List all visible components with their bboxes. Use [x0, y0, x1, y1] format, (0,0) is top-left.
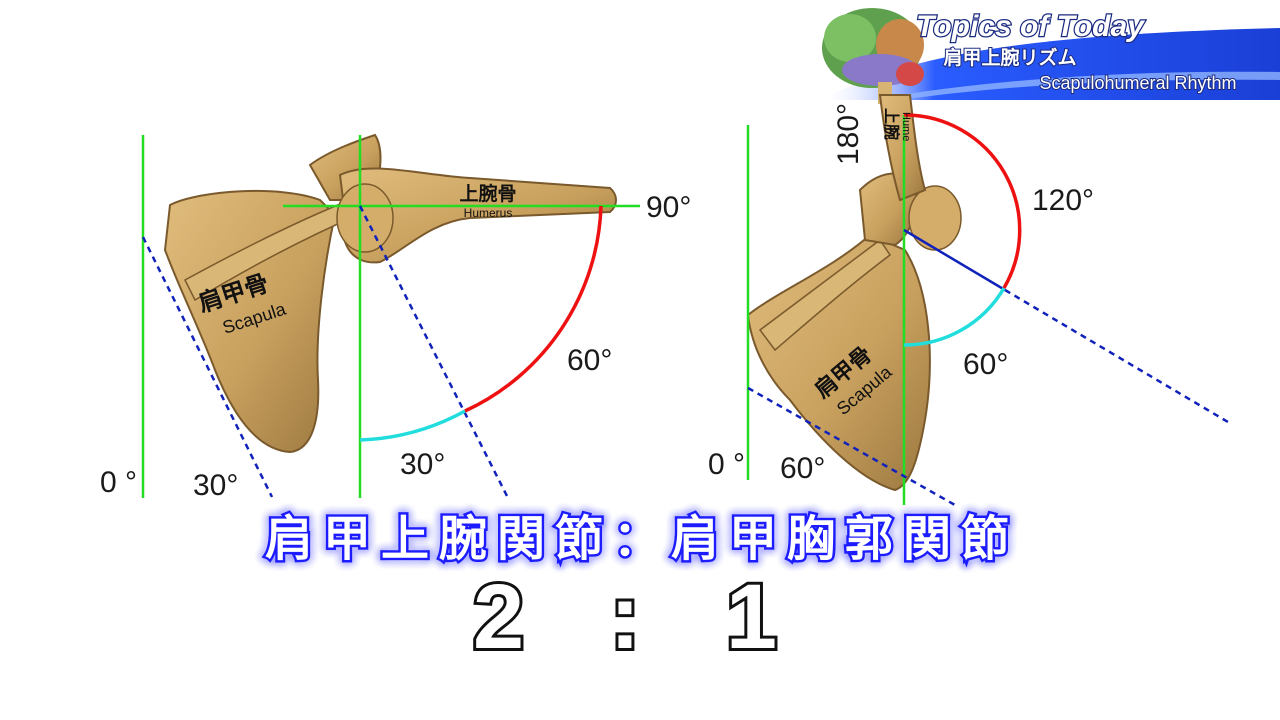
- ratio-values: 2 : 1: [473, 566, 807, 668]
- left-arc-red-60: [464, 205, 603, 413]
- left-humerus-label-en: Humerus: [464, 206, 513, 220]
- left-angle-30-scapula-label: 30°: [193, 469, 238, 502]
- banner-subtitle-en: Scapulohumeral Rhythm: [1039, 73, 1236, 93]
- right-humerus-label-jp: 上腕: [882, 108, 901, 140]
- right-glenoid-axis-dashed: [1004, 288, 1229, 424]
- left-humerus-label-jp: 上腕骨: [459, 182, 516, 205]
- left-scapula-tilt-line: [141, 236, 274, 498]
- left-figure: 上腕骨 Humerus 肩甲骨 Scapula 0 ° 30° 30° 60° …: [100, 133, 691, 502]
- left-humerus: [338, 167, 617, 264]
- right-humerus: [878, 94, 927, 202]
- right-scapula: [746, 233, 931, 492]
- ratio-caption: 肩甲上腕関節：肩甲胸郭関節 2 : 1: [262, 509, 1019, 672]
- right-glenoid-axis-line: [903, 228, 1006, 292]
- right-arc-cyan-60: [903, 287, 1006, 347]
- left-angle-0-label: 0 °: [100, 466, 137, 499]
- banner-stripe: [900, 71, 1280, 100]
- right-figure: 上腕 Hume 肩甲骨 Scapula 0 ° 60° 60° 120° 180…: [708, 94, 1229, 507]
- right-angle-60-scapula-label: 60°: [780, 452, 825, 485]
- right-scapula-tilt-line: [747, 386, 956, 507]
- banner-subtitle-jp: 肩甲上腕リズム: [943, 46, 1076, 69]
- right-humeral-head: [908, 185, 962, 251]
- right-scapula-spine: [758, 238, 892, 352]
- left-angle-60-label: 60°: [567, 344, 612, 377]
- right-angle-120-label: 120°: [1032, 184, 1094, 217]
- left-angle-30-arc-label: 30°: [400, 448, 445, 481]
- topic-banner: Topics of Today 肩甲上腕リズム Scapulohumeral R…: [820, 8, 1280, 104]
- right-arc-red-120: [903, 113, 1022, 289]
- right-humerus-label-en: Hume: [900, 112, 912, 141]
- right-angle-0-label: 0 °: [708, 448, 745, 481]
- banner-swoosh: [820, 28, 1280, 100]
- left-angle-90-label: 90°: [646, 191, 691, 224]
- right-angle-180-label: 180°: [832, 103, 865, 165]
- left-arc-cyan-30: [359, 409, 466, 442]
- ratio-labels: 肩甲上腕関節：肩甲胸郭関節: [265, 511, 1019, 567]
- banner-title: Topics of Today: [916, 10, 1145, 43]
- right-angle-60-arc-label: 60°: [963, 348, 1008, 381]
- left-scapula: [163, 189, 337, 454]
